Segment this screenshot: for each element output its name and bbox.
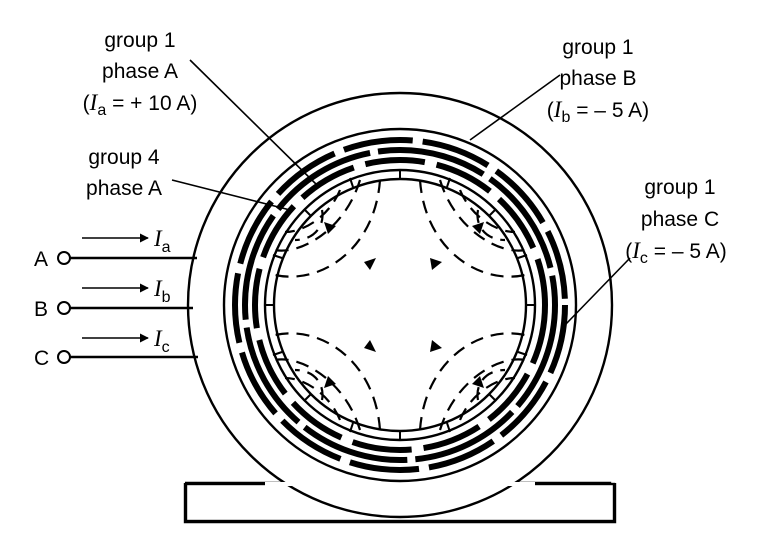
svg-text:group 4: group 4: [88, 146, 160, 169]
svg-text:(Ib = – 5 A): (Ib = – 5 A): [547, 97, 649, 126]
terminal-c: [57, 350, 71, 364]
current-a-label: Ia: [153, 226, 171, 256]
flux-arrows: [324, 222, 484, 388]
terminal-a: [57, 251, 71, 265]
callout-group1-phase-c: group 1 phase C (Ic = – 5 A): [625, 176, 726, 267]
leader-lines: [171, 59, 631, 326]
svg-text:(Ic = – 5 A): (Ic = – 5 A): [625, 238, 726, 267]
callout-group1-phase-a: group 1 phase A (Ia = + 10 A): [83, 29, 198, 119]
svg-text:phase C: phase C: [641, 208, 719, 231]
current-c-label: Ic: [153, 326, 170, 356]
terminal-a-label: A: [34, 248, 48, 271]
svg-text:group 1: group 1: [562, 36, 633, 59]
terminal-wires: [57, 251, 198, 364]
svg-text:phase B: phase B: [559, 67, 636, 90]
terminal-b: [57, 301, 71, 315]
flux-lines: [274, 179, 526, 431]
svg-text:group 1: group 1: [644, 176, 715, 199]
svg-text:group 1: group 1: [104, 29, 175, 52]
svg-text:phase A: phase A: [102, 60, 178, 83]
motor-housing: [186, 91, 614, 519]
svg-text:phase A: phase A: [86, 177, 162, 200]
svg-text:(Ia = + 10 A): (Ia = + 10 A): [83, 90, 198, 119]
terminal-c-label: C: [34, 347, 49, 370]
stator-slots: [265, 170, 535, 440]
current-b-label: Ib: [153, 276, 171, 306]
current-arrows: [82, 233, 149, 343]
callout-group1-phase-b: group 1 phase B (Ib = – 5 A): [547, 36, 649, 126]
terminal-b-label: B: [34, 298, 48, 321]
callout-group4-phase-a: group 4 phase A: [86, 146, 162, 200]
